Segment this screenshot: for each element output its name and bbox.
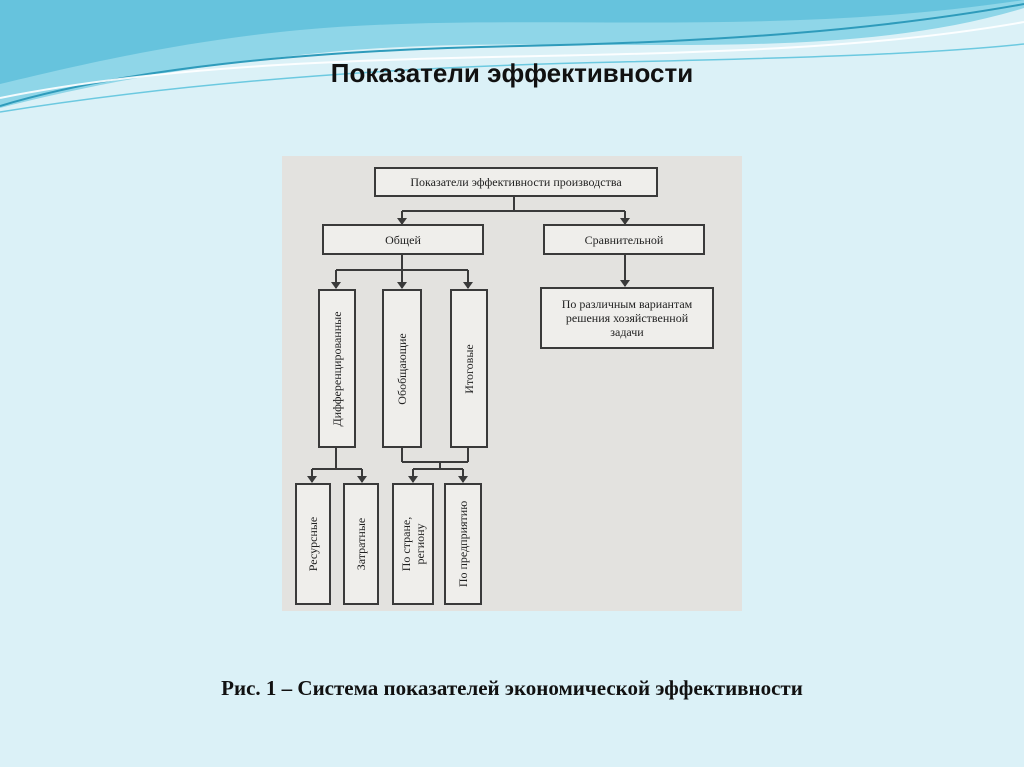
- figure-caption: Рис. 1 – Система показателей экономическ…: [0, 676, 1024, 701]
- cost-node: Затратные: [343, 483, 379, 605]
- generalizing-node: Обобщающие: [382, 289, 422, 448]
- slide-title: Показатели эффективности: [0, 58, 1024, 89]
- differentiated-node: Дифференцированные: [318, 289, 356, 448]
- by-enterprise-node: По предприятию: [444, 483, 482, 605]
- comparative-node: Сравнительной: [543, 224, 705, 255]
- efficiency-diagram: Показатели эффективности производства Об…: [282, 156, 742, 611]
- comparative-detail-node: По различным вариантам решения хозяйстве…: [540, 287, 714, 349]
- differentiated-label: Дифференцированные: [330, 311, 344, 426]
- cost-label: Затратные: [354, 518, 368, 571]
- by-country-node: По стране, региону: [392, 483, 434, 605]
- resource-node: Ресурсные: [295, 483, 331, 605]
- generalizing-label: Обобщающие: [395, 333, 409, 404]
- resource-label: Ресурсные: [306, 517, 320, 571]
- root-node: Показатели эффективности производства: [374, 167, 658, 197]
- final-label: Итоговые: [462, 344, 476, 393]
- by-enterprise-label: По предприятию: [456, 501, 470, 587]
- by-country-label: По стране, региону: [399, 517, 427, 571]
- final-node: Итоговые: [450, 289, 488, 448]
- general-node: Общей: [322, 224, 484, 255]
